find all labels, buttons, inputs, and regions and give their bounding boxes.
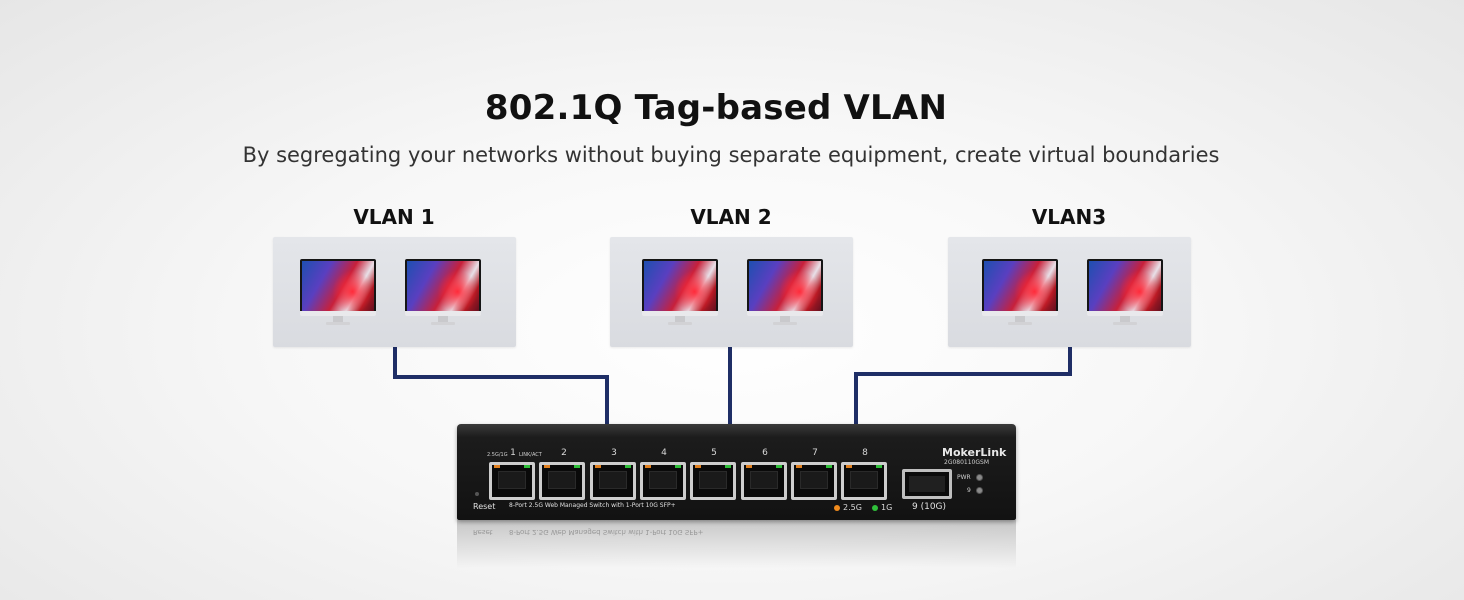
computer-monitor-icon bbox=[642, 259, 718, 327]
brand-logo: MokerLink bbox=[942, 446, 1007, 459]
computer-monitor-icon bbox=[747, 259, 823, 327]
port9-indicator-label: 9 bbox=[967, 487, 971, 494]
reflection-description-text: 8-Port 2.5G Web Managed Switch with 1-Po… bbox=[509, 528, 704, 536]
port-number: 5 bbox=[711, 448, 717, 458]
ethernet-port bbox=[489, 462, 535, 500]
ethernet-port bbox=[590, 462, 636, 500]
vlan-1-group bbox=[273, 237, 516, 347]
vlan-2-label: VLAN 2 bbox=[690, 205, 772, 229]
ethernet-port bbox=[640, 462, 686, 500]
reset-label: Reset bbox=[473, 502, 496, 511]
green-led-legend-icon bbox=[872, 505, 878, 511]
port-number: 2 bbox=[561, 448, 567, 458]
vlan-3-connection bbox=[854, 347, 1072, 426]
orange-led-legend-icon bbox=[834, 505, 840, 511]
vlan-3-label: VLAN3 bbox=[1031, 205, 1107, 229]
legend-1g: 1G bbox=[881, 503, 893, 512]
power-indicator-icon bbox=[976, 474, 983, 481]
network-switch: 2.5G/1G LINK/ACT 1 2 3 4 5 6 7 8 9 (10G)… bbox=[457, 424, 1016, 520]
reset-button-icon bbox=[475, 492, 479, 496]
ethernet-port bbox=[841, 462, 887, 500]
legend-2-5g: 2.5G bbox=[843, 503, 862, 512]
computer-monitor-icon bbox=[300, 259, 376, 327]
sfp-port bbox=[902, 469, 952, 499]
model-number: 2G080110GSM bbox=[944, 459, 990, 466]
vlan-3-group bbox=[948, 237, 1191, 347]
page-title: 802.1Q Tag-based VLAN bbox=[484, 88, 948, 128]
pwr-label: PWR bbox=[957, 474, 971, 481]
computer-monitor-icon bbox=[982, 259, 1058, 327]
vlan-2-group bbox=[610, 237, 853, 347]
port-number: 1 bbox=[510, 448, 516, 458]
link-act-label: LINK/ACT bbox=[519, 452, 542, 458]
port-number: 8 bbox=[862, 448, 868, 458]
port9-indicator-icon bbox=[976, 487, 983, 494]
ethernet-port bbox=[791, 462, 837, 500]
page-subtitle: By segregating your networks without buy… bbox=[242, 143, 1220, 167]
port-number: 3 bbox=[611, 448, 617, 458]
port-group-label: 2.5G/1G bbox=[487, 452, 508, 458]
switch-reflection: Reset 8-Port 2.5G Web Managed Switch wit… bbox=[457, 520, 1016, 580]
port-number: 6 bbox=[762, 448, 768, 458]
reflection-reset-text: Reset bbox=[473, 528, 493, 536]
sfp-port-label: 9 (10G) bbox=[912, 502, 947, 512]
ethernet-port bbox=[539, 462, 585, 500]
ethernet-port bbox=[690, 462, 736, 500]
port-number: 4 bbox=[661, 448, 667, 458]
ethernet-port bbox=[741, 462, 787, 500]
vlan-1-label: VLAN 1 bbox=[353, 205, 435, 229]
vlan-1-connection bbox=[393, 347, 609, 426]
port-number: 7 bbox=[812, 448, 818, 458]
computer-monitor-icon bbox=[1087, 259, 1163, 327]
switch-description: 8-Port 2.5G Web Managed Switch with 1-Po… bbox=[509, 502, 676, 509]
computer-monitor-icon bbox=[405, 259, 481, 327]
